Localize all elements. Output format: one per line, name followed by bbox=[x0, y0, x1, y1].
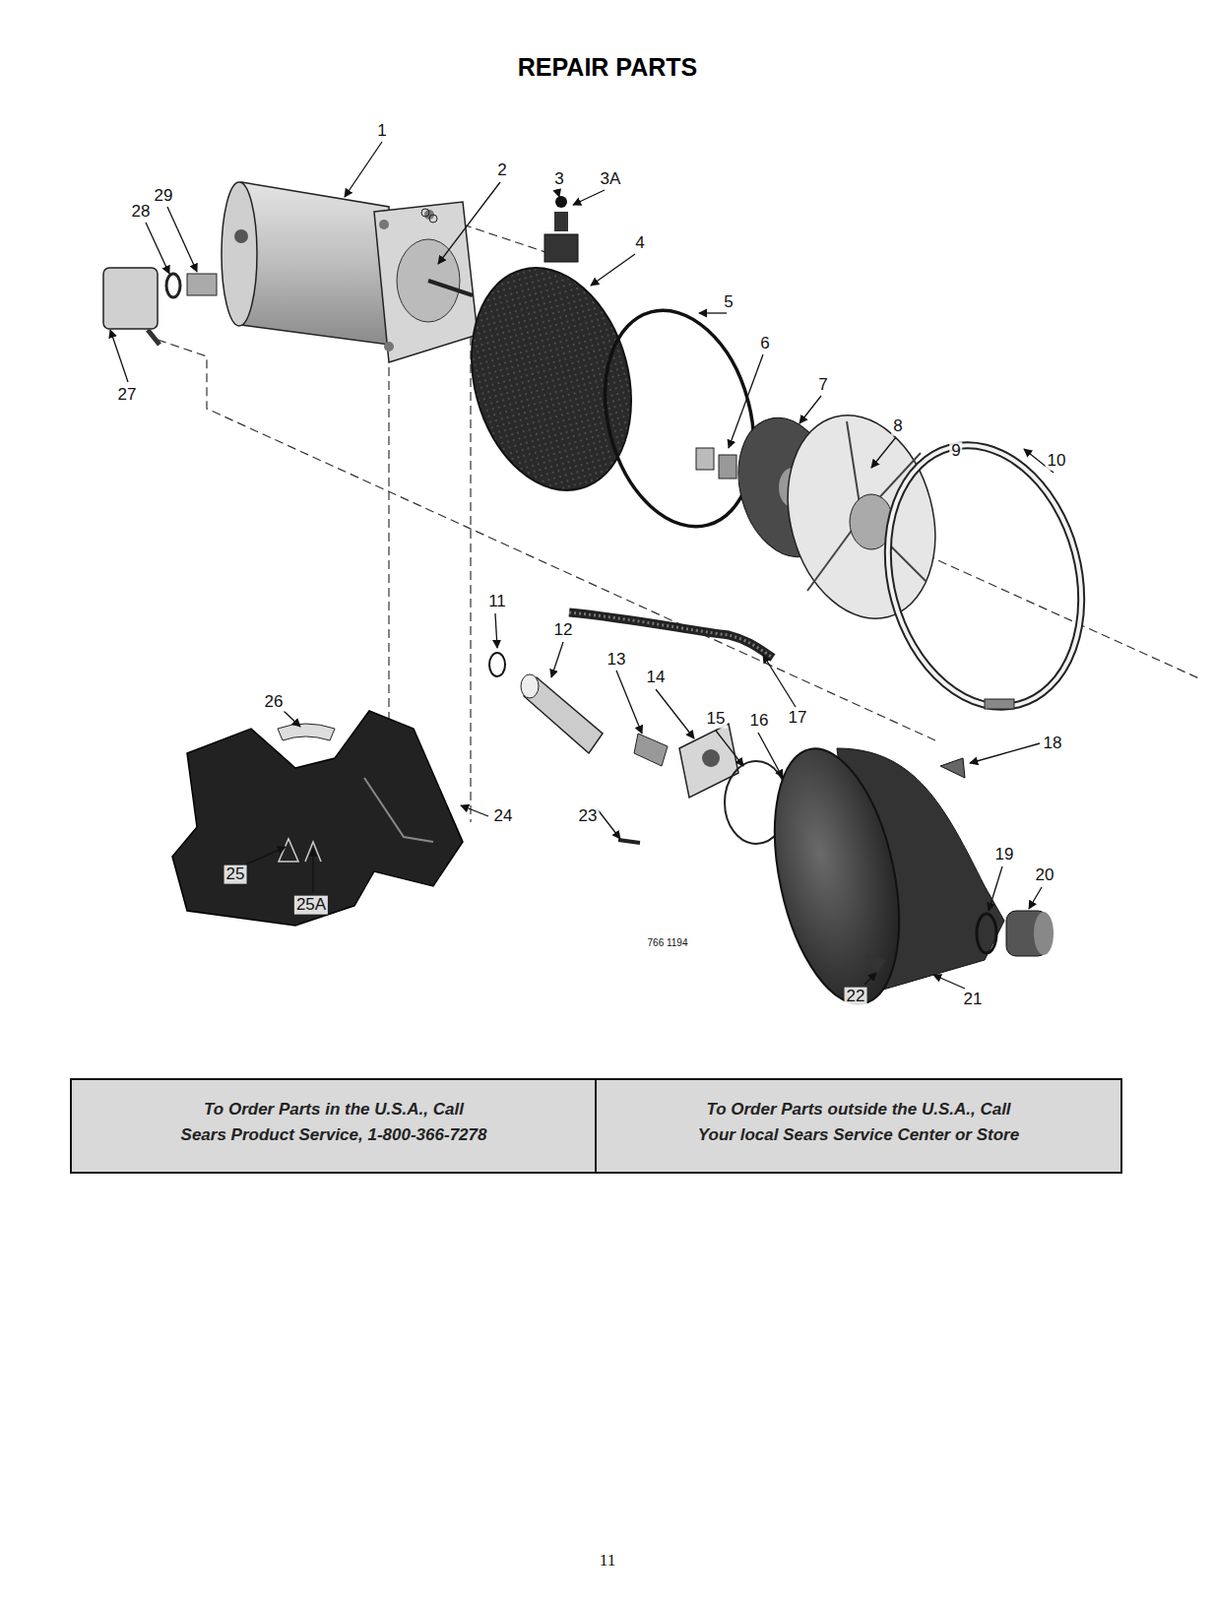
table-cell: To Order Parts in the U.S.A., Call bbox=[203, 1100, 464, 1120]
callout-number: 10 bbox=[1045, 451, 1069, 471]
callout-number: 20 bbox=[1033, 866, 1057, 886]
callout-number: 21 bbox=[961, 990, 985, 1010]
callout-number: 13 bbox=[605, 650, 629, 670]
callout-number: 25A bbox=[294, 895, 328, 915]
callout-number: 28 bbox=[129, 202, 153, 222]
table-cell: Your local Sears Service Center or Store bbox=[698, 1126, 1020, 1146]
callout-number: 9 bbox=[949, 442, 962, 461]
table-cell: Sears Product Service, 1-800-366-7278 bbox=[181, 1126, 488, 1146]
callout-number: 25 bbox=[224, 865, 248, 885]
callout-number: 15 bbox=[704, 709, 728, 729]
callout-number: 16 bbox=[748, 711, 771, 731]
callout-number: 7 bbox=[816, 376, 830, 395]
drawing-number: 766 1194 bbox=[645, 937, 691, 949]
callout-number: 11 bbox=[486, 592, 509, 612]
callout-number: 3A bbox=[598, 170, 624, 190]
callout-number: 2 bbox=[495, 161, 509, 181]
callout-number: 18 bbox=[1041, 734, 1065, 754]
table-cell: To Order Parts outside the U.S.A., Call bbox=[705, 1100, 1011, 1120]
callout-number: 4 bbox=[633, 234, 646, 254]
callout-number: 23 bbox=[576, 807, 600, 827]
page-number: 11 bbox=[597, 1551, 618, 1571]
callout-number: 26 bbox=[262, 693, 286, 712]
callout-number: 5 bbox=[721, 293, 735, 313]
callout-number: 6 bbox=[758, 334, 771, 354]
callout-number: 14 bbox=[644, 668, 668, 688]
callout-number: 3 bbox=[552, 170, 566, 190]
callout-number: 22 bbox=[844, 987, 868, 1007]
callout-number: 19 bbox=[993, 845, 1017, 865]
page-title: REPAIR PARTS bbox=[517, 53, 698, 82]
callout-number: 17 bbox=[786, 708, 810, 728]
callout-number: 12 bbox=[552, 621, 576, 640]
callout-number: 29 bbox=[152, 187, 176, 206]
callout-number: 27 bbox=[116, 385, 139, 405]
callout-number: 24 bbox=[492, 807, 515, 827]
callout-number: 1 bbox=[375, 122, 388, 141]
callout-number: 8 bbox=[891, 417, 904, 437]
